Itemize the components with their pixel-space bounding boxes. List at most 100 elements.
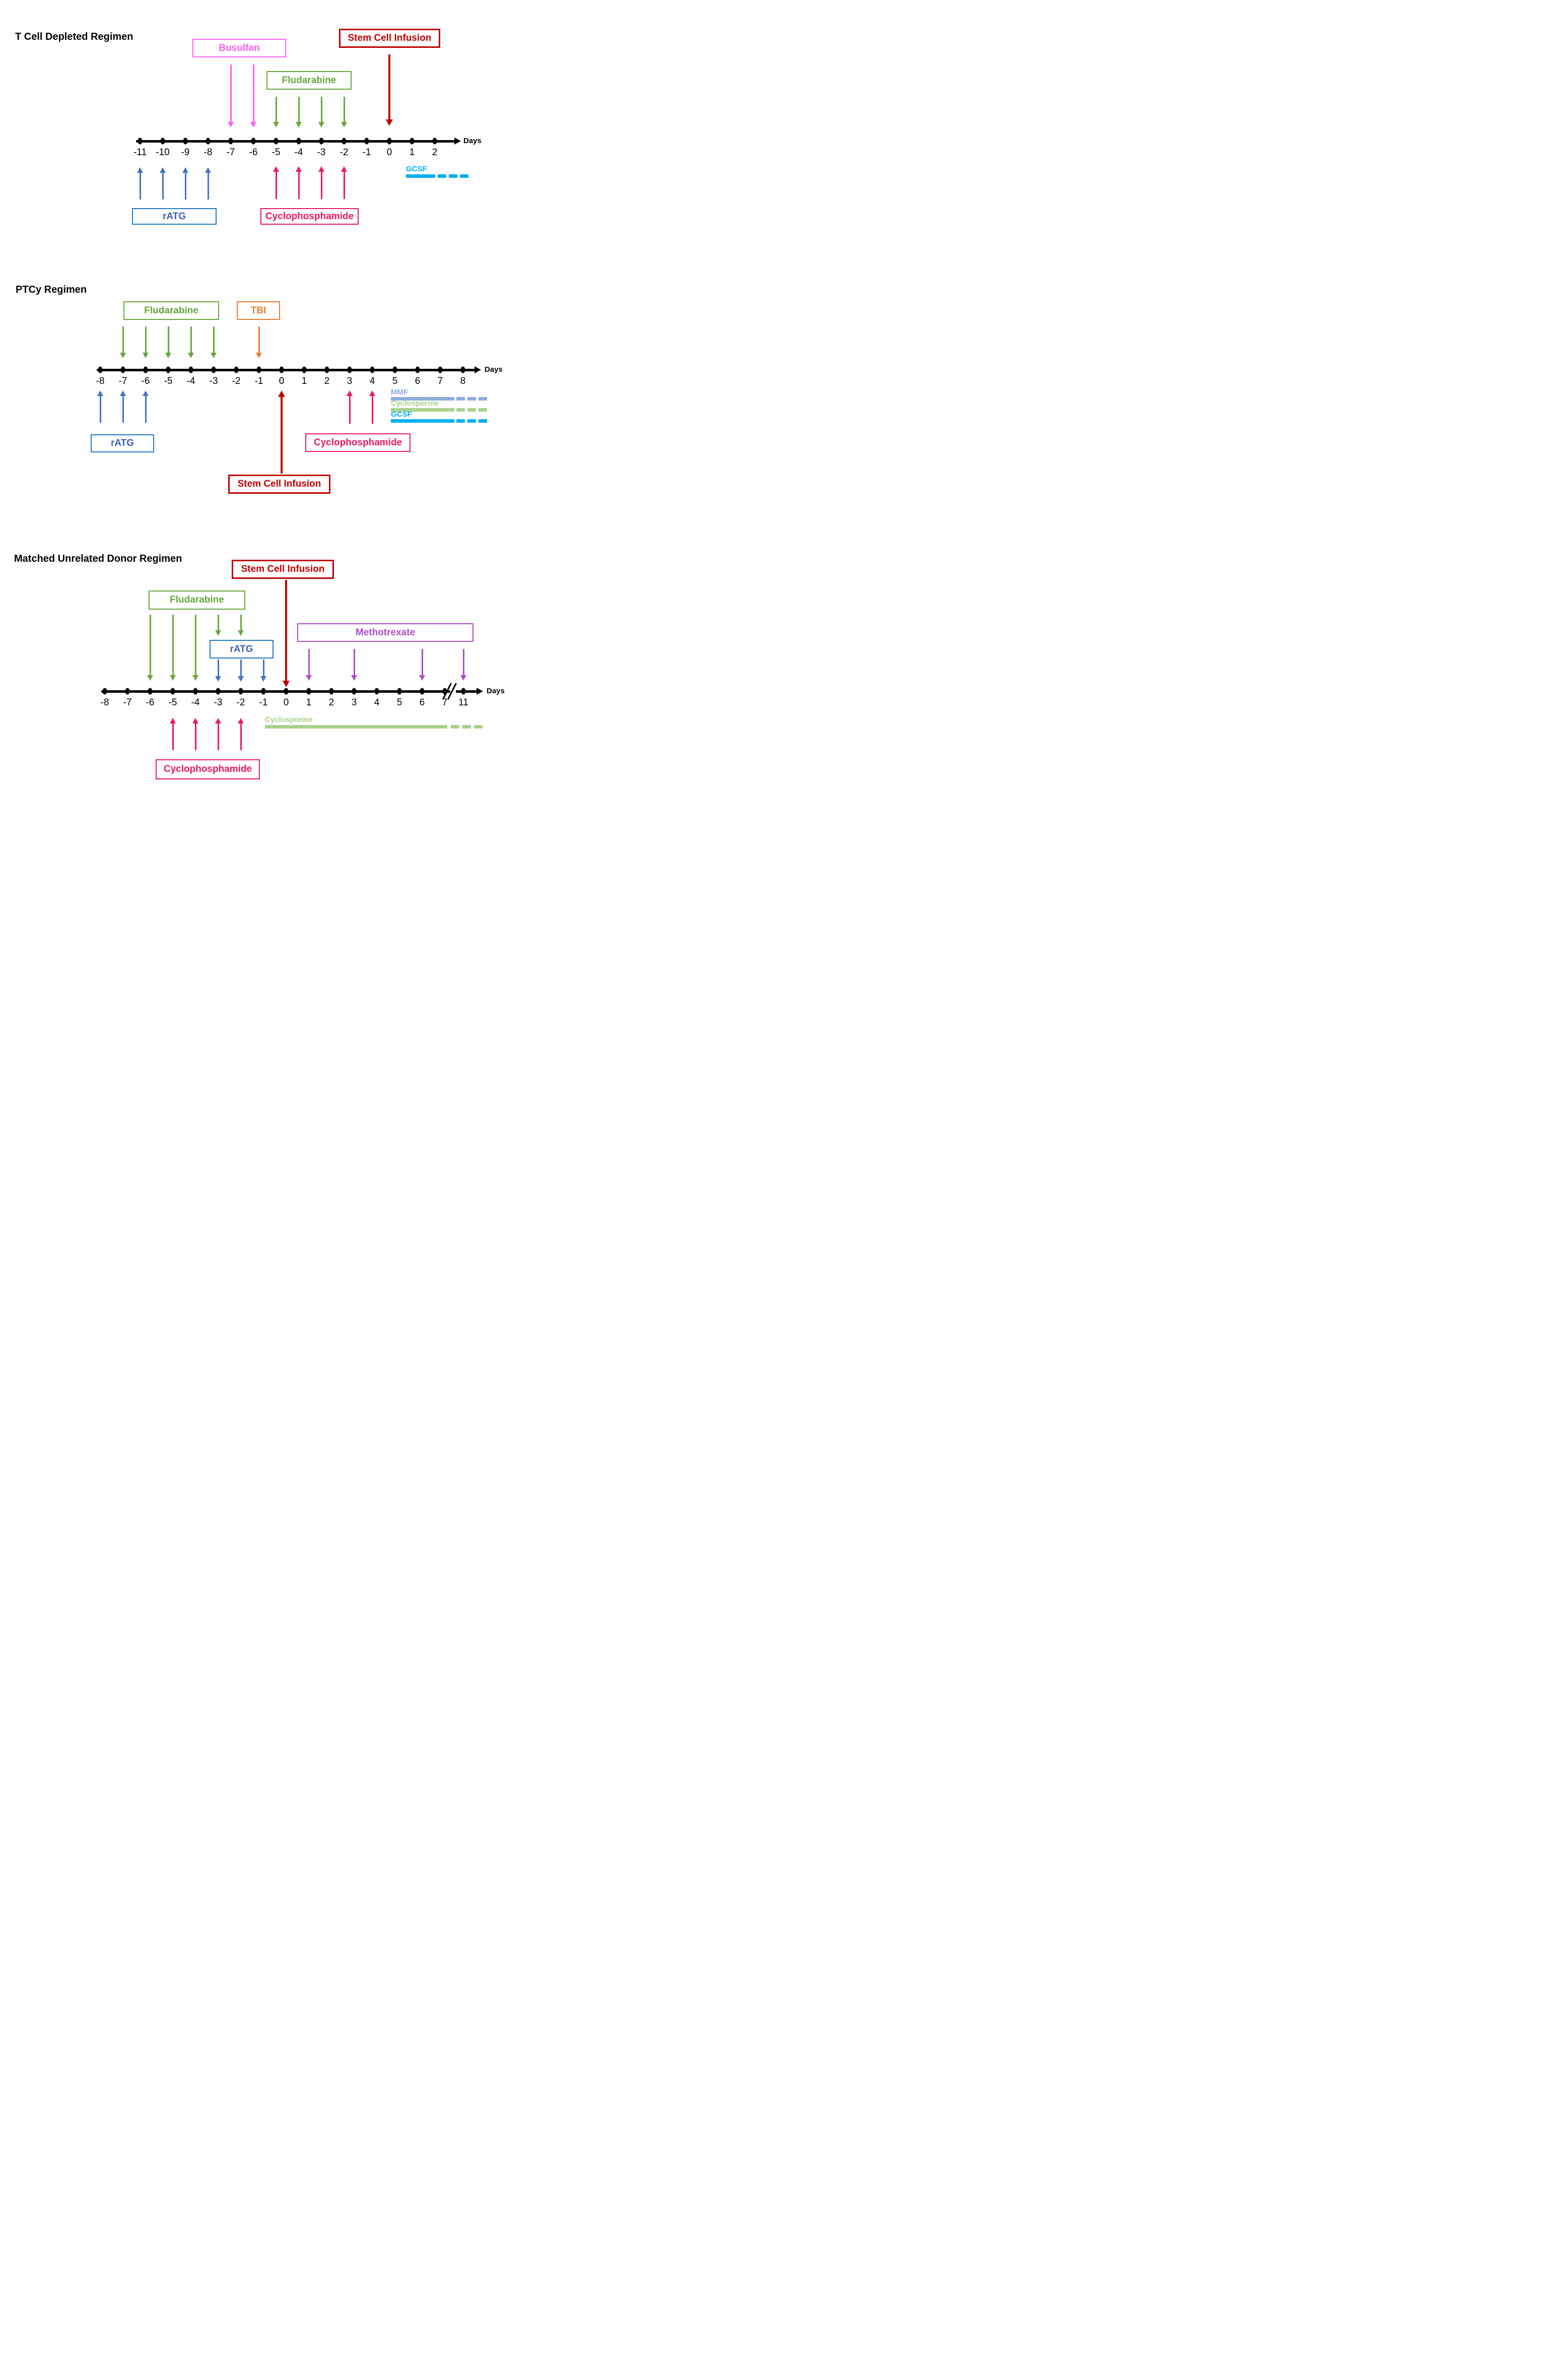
event-arrow — [192, 615, 198, 681]
event-arrow — [192, 718, 198, 750]
tick-label: -2 — [232, 376, 241, 386]
timeline-dot — [251, 138, 256, 145]
tbi-box: TBI — [237, 301, 280, 320]
stem-cell-infusion-box: Stem Cell Infusion — [228, 475, 330, 494]
cyclosporine-label: Cyclosporine — [265, 715, 313, 724]
timeline-dot — [138, 138, 143, 145]
ratg-box: rATG — [132, 208, 217, 225]
event-arrow — [318, 97, 324, 127]
fludarabine-label: Fludarabine — [282, 75, 336, 86]
cyclophosphamide-box: Cyclophosphamide — [260, 208, 359, 225]
gcsf-label: GCSF — [406, 165, 427, 173]
days-axis-label: Days — [485, 365, 503, 374]
bar-dash — [438, 174, 446, 178]
event-arrow — [188, 326, 194, 358]
event-arrow — [238, 615, 244, 636]
timeline-dot — [342, 138, 347, 145]
tick-label: -6 — [146, 697, 155, 708]
event-arrow — [273, 97, 279, 127]
methotrexate-box: Methotrexate — [297, 623, 473, 642]
cyclosporine-bar-solid — [265, 725, 447, 729]
gcsf-label: GCSF — [391, 410, 412, 419]
tick-label: -7 — [226, 147, 235, 158]
fludarabine-label: Fludarabine — [144, 305, 198, 316]
fludarabine-box: Fludarabine — [123, 301, 219, 320]
timeline-dot — [432, 138, 437, 145]
stem-cell-infusion-label: Stem Cell Infusion — [241, 564, 325, 574]
tbi-label: TBI — [250, 305, 266, 316]
event-arrow — [165, 326, 171, 358]
event-arrow — [147, 615, 153, 681]
ratg-label: rATG — [162, 211, 186, 222]
timeline-dot — [228, 138, 233, 145]
event-arrow — [143, 326, 149, 358]
timeline-dot — [125, 688, 130, 695]
ratg-label: rATG — [230, 643, 253, 654]
timeline-dot — [319, 138, 324, 145]
tick-label: 1 — [409, 147, 415, 158]
bar-dash — [460, 174, 468, 178]
tick-label: 0 — [283, 697, 289, 708]
stem-cell-infusion-label: Stem Cell Infusion — [237, 479, 321, 489]
tick-label: 2 — [432, 147, 438, 158]
timeline-arrowhead — [476, 688, 483, 695]
timeline-dot — [302, 366, 307, 373]
bar-dash — [456, 408, 465, 412]
mmf-bar-solid — [391, 397, 454, 401]
timeline-arrowhead — [474, 366, 481, 373]
tick-label: -6 — [249, 147, 258, 158]
timeline-dot — [256, 366, 261, 373]
tick-label: -11 — [133, 147, 147, 158]
timeline-dot — [170, 688, 175, 695]
timeline-dot — [188, 366, 193, 373]
bar-dash — [474, 725, 483, 729]
bar-dash — [449, 174, 457, 178]
tick-label: -4 — [191, 697, 200, 708]
bar-dash — [451, 725, 459, 729]
tick-label: -9 — [181, 147, 190, 158]
timeline-dot — [329, 688, 334, 695]
timeline-dot — [296, 138, 301, 145]
tick-label: -8 — [96, 376, 105, 386]
event-arrow — [120, 390, 126, 423]
timeline — [136, 140, 454, 143]
fludarabine-label: Fludarabine — [170, 595, 224, 605]
timeline-dot — [324, 366, 329, 373]
timeline-dot — [206, 138, 211, 145]
event-arrow — [170, 718, 176, 750]
timeline-dot — [442, 688, 447, 695]
fludarabine-box: Fludarabine — [149, 590, 245, 610]
tick-label: -3 — [214, 697, 223, 708]
event-arrow — [341, 166, 347, 199]
ratg-label: rATG — [110, 438, 134, 448]
tick-label: 8 — [460, 376, 466, 386]
timeline-dot — [387, 138, 392, 145]
gcsf-bar-solid — [391, 419, 454, 423]
tick-label: -5 — [164, 376, 173, 386]
event-arrow — [160, 167, 166, 200]
tick-label: -8 — [100, 697, 109, 708]
event-arrow — [369, 390, 375, 424]
timeline-dot — [166, 366, 171, 373]
event-arrow — [238, 718, 244, 750]
cyclosporine-label: Cyclosporine — [391, 399, 439, 408]
ratg-box: rATG — [210, 640, 274, 659]
timeline-dot — [364, 138, 369, 145]
stem-cell-infusion-box: Stem Cell Infusion — [339, 29, 440, 48]
timeline-dot — [306, 688, 311, 695]
tick-label: -10 — [156, 147, 170, 158]
event-arrow — [260, 660, 266, 682]
ratg-box: rATG — [91, 434, 154, 452]
event-arrow — [143, 390, 149, 423]
timeline-dot — [397, 688, 402, 695]
event-arrow — [347, 390, 353, 424]
methotrexate-label: Methotrexate — [355, 627, 416, 638]
regimen-title: PTCy Regimen — [16, 284, 87, 295]
bar-dash — [467, 397, 476, 401]
tick-label: -7 — [123, 697, 132, 708]
gcsf-bar-solid — [406, 174, 435, 178]
bar-dash — [456, 419, 465, 423]
timeline-dot — [216, 688, 221, 695]
event-arrow — [282, 580, 290, 687]
tick-label: 4 — [374, 697, 380, 708]
